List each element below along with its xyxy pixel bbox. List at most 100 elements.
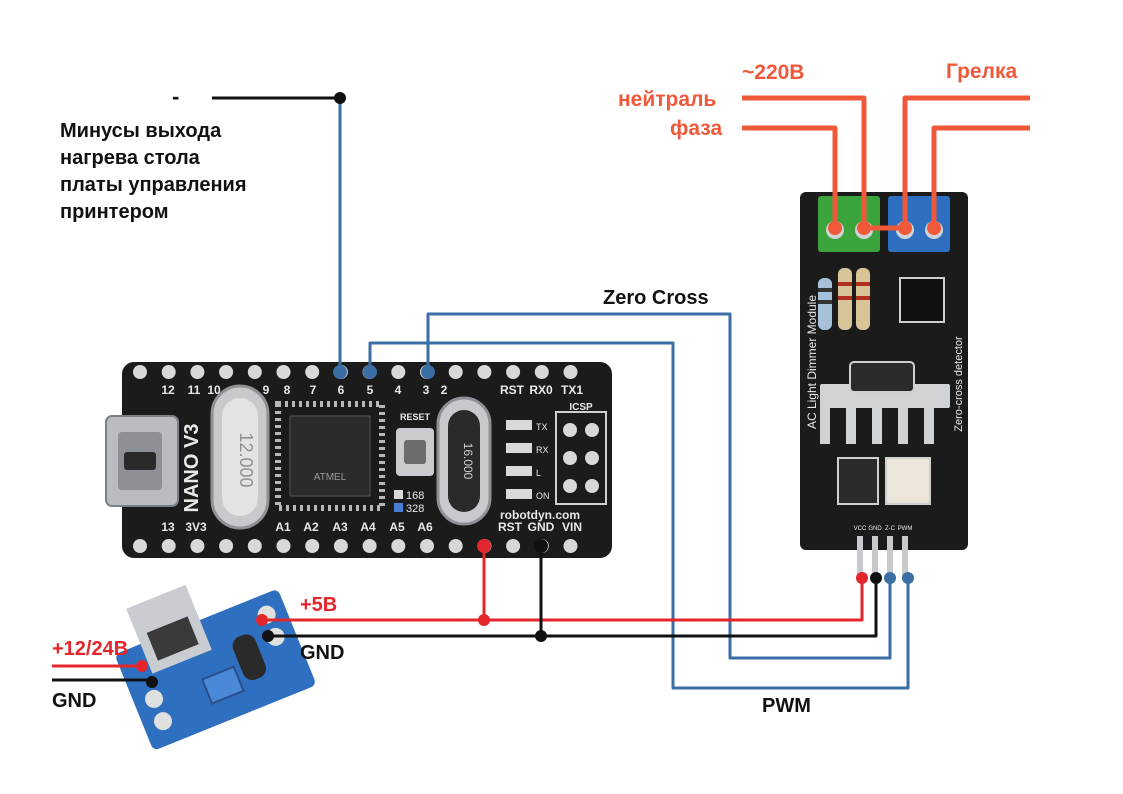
nano-top-pin-label: 8 — [284, 383, 291, 397]
pin-hole — [305, 539, 320, 553]
led-rx-label: RX — [536, 445, 549, 455]
pin-hole — [133, 365, 147, 379]
nano-top-pin-label: 7 — [310, 383, 317, 397]
dot-gnd-pin — [534, 539, 548, 553]
dot-conv-in-gnd — [146, 676, 158, 688]
gnd-input-label: GND — [52, 690, 97, 712]
pin-hole — [219, 539, 234, 553]
nano-top-pin-label: 3 — [423, 383, 430, 397]
pwm-label: PWM — [762, 695, 811, 717]
heater-minus-note: Минусы выхода нагрева стола платы управл… — [60, 118, 247, 226]
mains-voltage-label: ~220В — [742, 61, 805, 84]
dot-vcc — [856, 572, 868, 584]
nano-model-label: NANO V3 — [181, 424, 203, 513]
pin-hole — [305, 365, 320, 379]
nano-top-pin-label: RX0 — [529, 383, 553, 397]
nano-top-pin-label: 2 — [441, 383, 448, 397]
note-line: принтером — [60, 201, 169, 223]
wire-heater-2 — [931, 125, 1030, 228]
nano-bottom-pin-label: VIN — [562, 520, 582, 534]
nano-bottom-pin-label: GND — [528, 520, 555, 534]
dimmer-title-label: AC Light Dimmer Module — [805, 295, 819, 429]
neutral-label: нейтраль — [618, 88, 717, 111]
pin-hole — [161, 365, 176, 379]
dot-zc — [884, 572, 896, 584]
dot-neutral — [857, 221, 871, 235]
chip-168-label: 168 — [406, 490, 424, 502]
nano-bottom-pin-label: A5 — [389, 520, 405, 534]
nano-bottom-pin-label: 13 — [161, 520, 175, 534]
wire-phase — [742, 125, 838, 228]
pin-hole — [563, 365, 578, 379]
pin-hole — [563, 539, 578, 553]
pin-hole — [448, 539, 463, 553]
dot-5v-pin — [477, 539, 491, 553]
wires — [52, 95, 1030, 690]
nano-bottom-pin-label: A6 — [417, 520, 433, 534]
ac-dimmer-module: AC Light Dimmer Module Zero-cross detect… — [800, 192, 968, 576]
nano-top-pin-label: 11 — [188, 383, 201, 397]
pin-hole — [161, 539, 176, 553]
dimmer-detector-label: Zero-cross detector — [953, 336, 965, 432]
note-line: нагрева стола — [60, 147, 200, 169]
nano-bottom-pin-label: 3V3 — [185, 520, 207, 534]
dot-conv-out-gnd — [262, 630, 274, 642]
pin-hole — [534, 365, 549, 379]
pin-hole — [247, 539, 262, 553]
mcu-chip — [289, 415, 371, 497]
pin-hole — [219, 365, 234, 379]
wire-zero-cross — [426, 312, 892, 660]
wire-5v — [482, 548, 864, 622]
wire-heater-1 — [902, 95, 1030, 228]
nano-top-pin-label: RST — [500, 383, 525, 397]
pin-hole — [276, 539, 291, 553]
phase-label: фаза — [670, 117, 723, 140]
optocoupler-2 — [885, 457, 931, 505]
svg-text:ATMEL: ATMEL — [314, 472, 347, 483]
nano-bottom-pin-label: A2 — [303, 520, 319, 534]
crystal-left-label: 12.000 — [236, 432, 256, 487]
pin-hole — [276, 365, 291, 379]
dot-heater-2 — [927, 221, 941, 235]
pin-hole — [133, 539, 147, 553]
led-l — [506, 466, 532, 476]
wire-pwm — [368, 341, 910, 690]
optocoupler-1 — [837, 457, 879, 505]
dot-gnd-dimmer — [870, 572, 882, 584]
icsp-label: ICSP — [569, 402, 593, 413]
nano-top-pin-label: 9 — [263, 383, 270, 397]
led-on — [506, 489, 532, 499]
junction-dots — [136, 92, 941, 688]
nano-bottom-pin-label: A1 — [275, 520, 291, 534]
reset-label: RESET — [400, 412, 431, 422]
pin-hole — [391, 365, 406, 379]
nano-top-pin-label: 12 — [161, 383, 175, 397]
dot-conv-out-plus — [256, 614, 268, 626]
plus5v-label: +5В — [300, 594, 338, 616]
nano-top-pin-label: 10 — [207, 383, 221, 397]
pin-hole — [506, 539, 521, 553]
dot-pin6 — [333, 365, 347, 379]
led-tx — [506, 420, 532, 430]
nano-top-pin-label: 4 — [395, 383, 402, 397]
icsp-header — [555, 411, 607, 505]
wire-gnd — [539, 546, 878, 638]
dot-pin5 — [363, 365, 377, 379]
dot-pwm — [902, 572, 914, 584]
nano-bottom-pin-label: A3 — [332, 520, 348, 534]
dot-heater-1 — [898, 221, 912, 235]
led-l-label: L — [536, 468, 541, 478]
led-rx — [506, 443, 532, 453]
heatsink — [820, 361, 950, 444]
brand-label: robotdyn.com — [500, 508, 580, 522]
pin-hole — [333, 539, 348, 553]
pin-hole — [190, 539, 205, 553]
note-line: Минусы выхода — [60, 120, 222, 142]
mcu-chip-pins — [275, 401, 385, 511]
dimmer-pin-label: PWM — [898, 526, 913, 532]
pin-hole — [506, 365, 521, 379]
nano-top-pin-label: 6 — [338, 383, 345, 397]
